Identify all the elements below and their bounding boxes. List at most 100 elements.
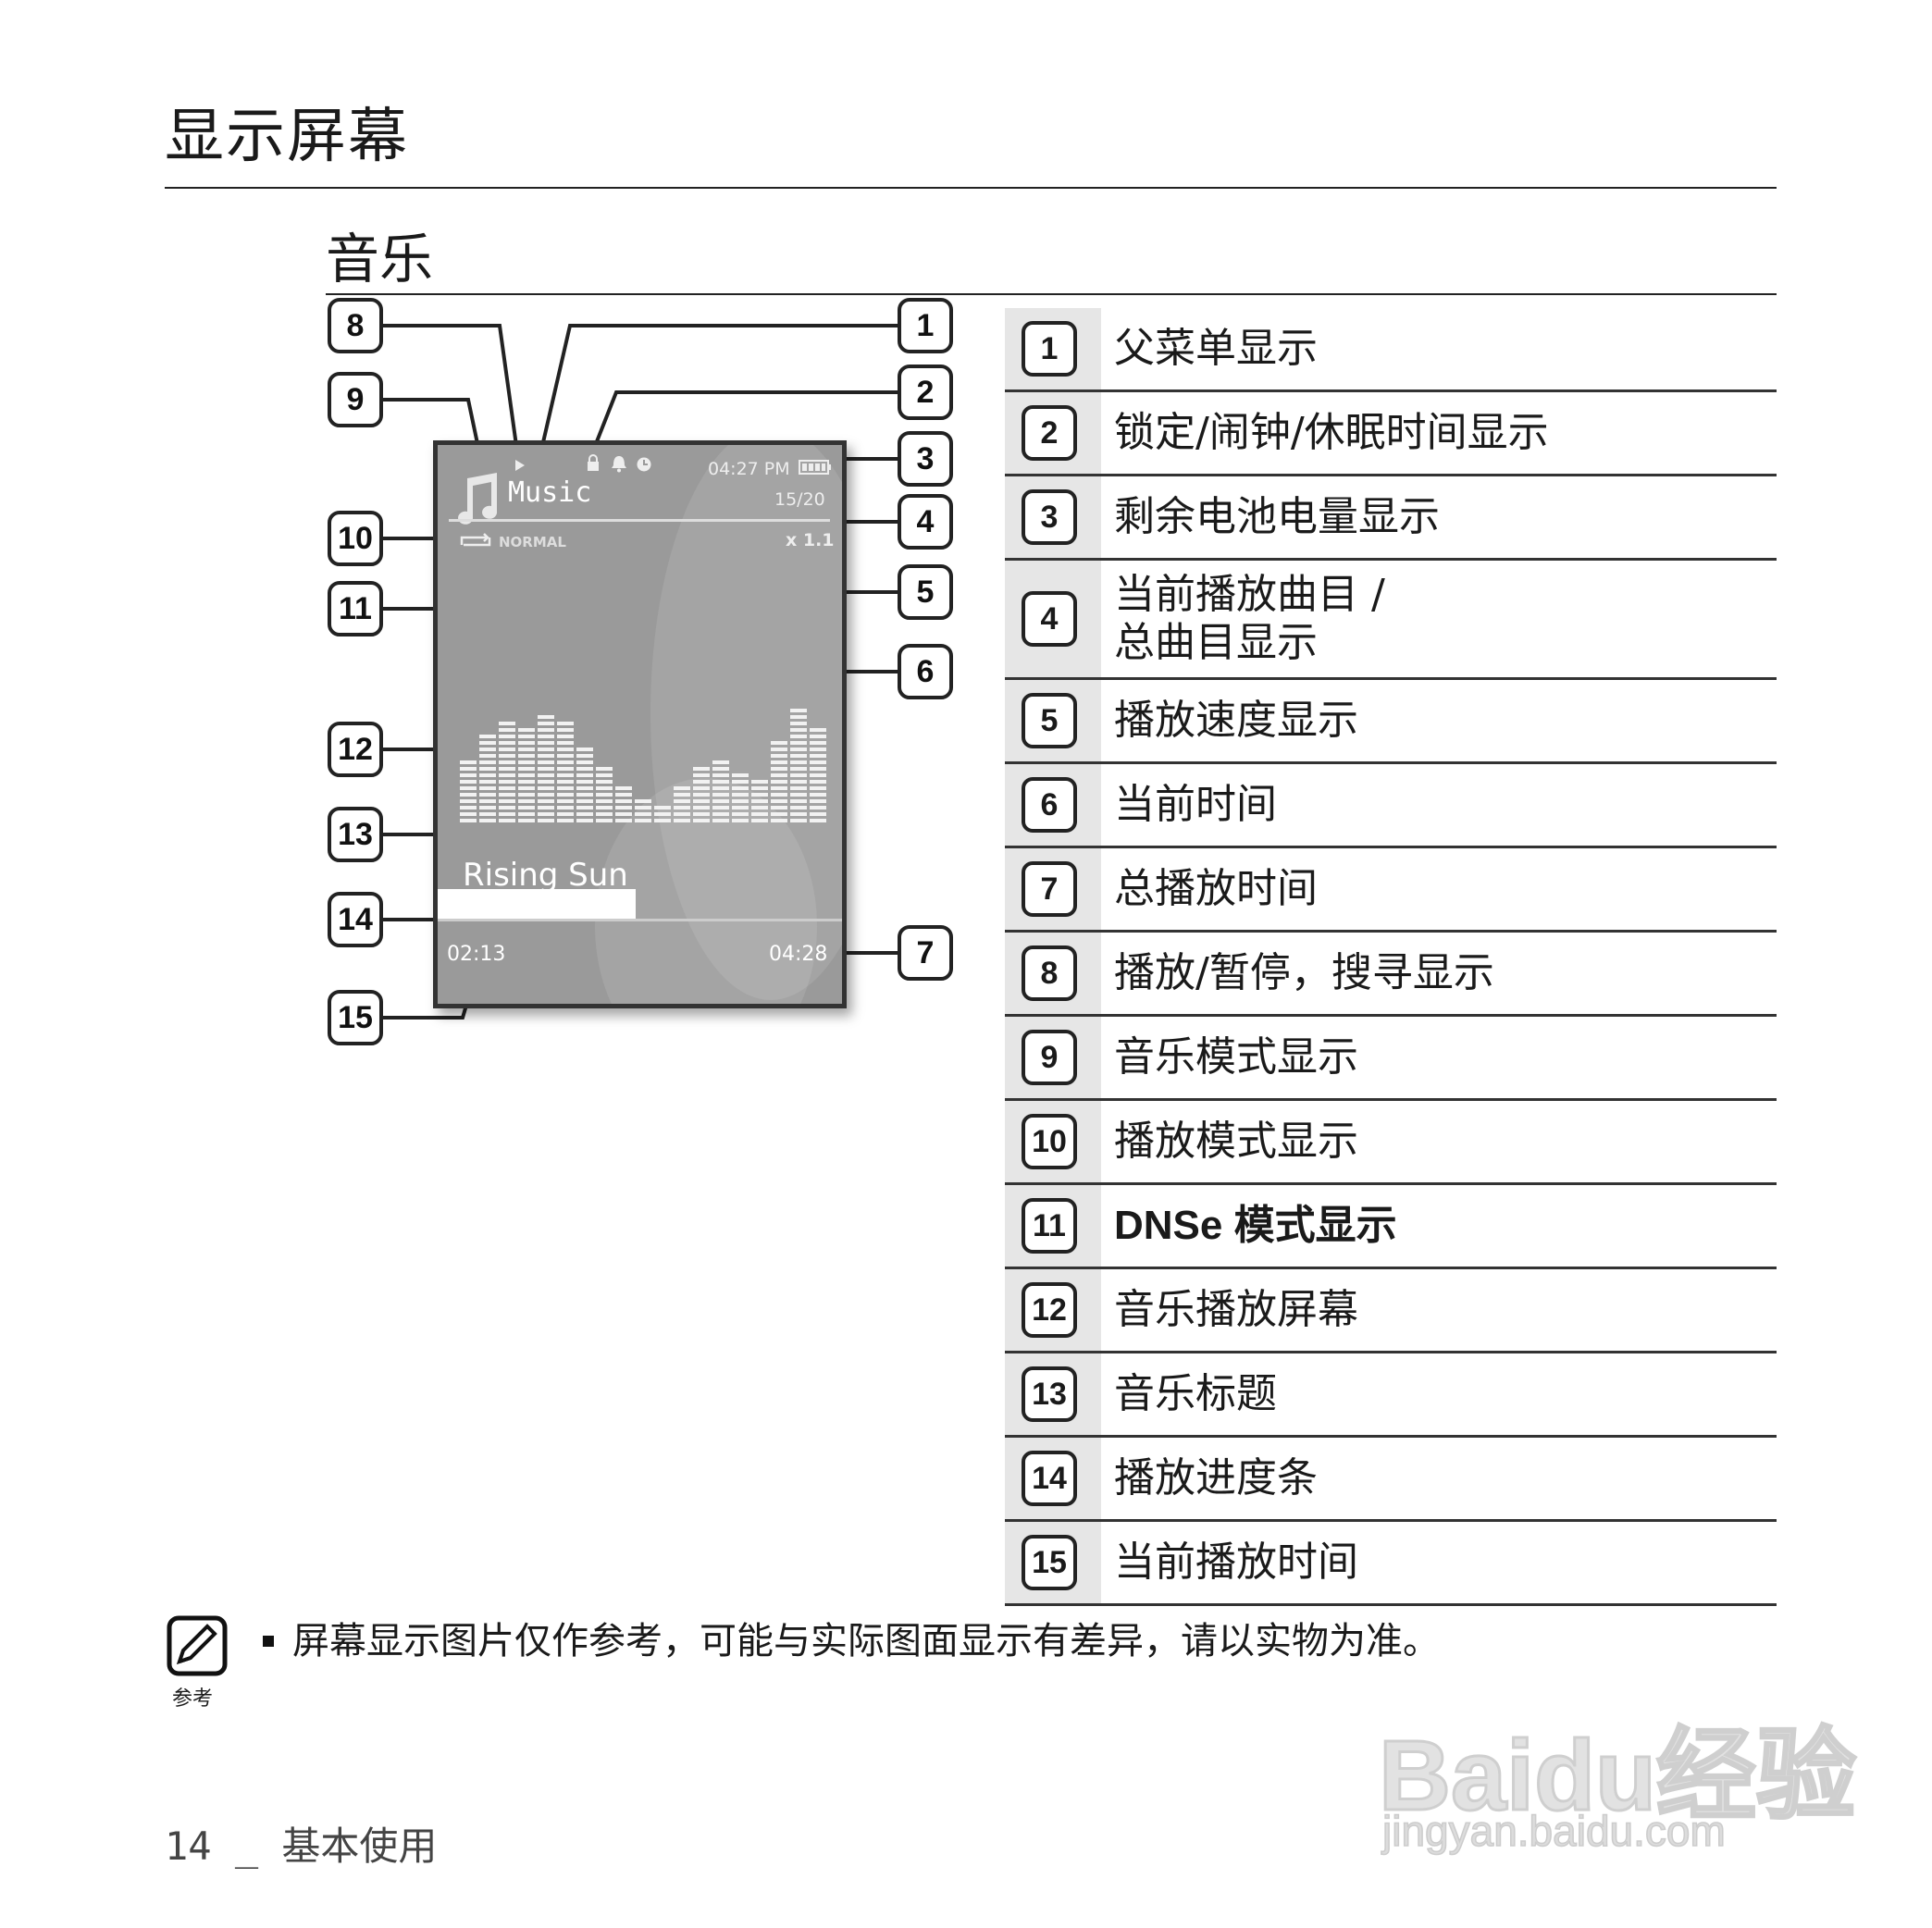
equalizer-segment xyxy=(732,812,749,816)
equalizer-segment xyxy=(576,793,593,797)
equalizer-segment xyxy=(499,748,515,751)
equalizer-segment xyxy=(499,812,515,816)
legend-text: 剩余电池电量显示 xyxy=(1114,493,1440,540)
equalizer-segment xyxy=(518,786,535,790)
equalizer-segment xyxy=(635,819,651,822)
equalizer-bar xyxy=(460,760,477,822)
equalizer-segment xyxy=(790,780,807,784)
alarm-bell-icon xyxy=(612,456,626,473)
equalizer-segment xyxy=(790,728,807,732)
equalizer-segment xyxy=(615,806,632,810)
equalizer-segment xyxy=(576,812,593,816)
equalizer-segment xyxy=(538,786,554,790)
legend-number: 9 xyxy=(1022,1030,1077,1085)
equalizer-segment xyxy=(693,780,710,784)
equalizer-segment xyxy=(732,793,749,797)
equalizer-segment xyxy=(518,760,535,764)
equalizer-segment xyxy=(712,760,729,764)
legend-text: 当前播放时间 xyxy=(1114,1539,1358,1586)
section-divider xyxy=(326,293,1777,295)
equalizer-segment xyxy=(790,748,807,751)
legend-number: 12 xyxy=(1022,1282,1077,1338)
equalizer-segment xyxy=(596,793,613,797)
legend-text: 播放速度显示 xyxy=(1114,697,1358,744)
repeat-icon xyxy=(460,533,491,547)
leader-8 xyxy=(383,324,520,460)
equalizer-segment xyxy=(771,754,787,758)
equalizer-segment xyxy=(635,806,651,810)
equalizer-segment xyxy=(576,786,593,790)
equalizer-segment xyxy=(790,760,807,764)
equalizer-segment xyxy=(538,715,554,719)
equalizer-segment xyxy=(576,773,593,777)
equalizer-segment xyxy=(751,812,768,816)
equalizer-segment xyxy=(538,812,554,816)
equalizer-segment xyxy=(771,793,787,797)
equalizer-segment xyxy=(460,760,477,764)
equalizer-segment xyxy=(751,793,768,797)
equalizer-segment xyxy=(674,806,690,810)
music-screen: 04:27 PM Music 15/20 x 1.1 NORMAL Rising… xyxy=(433,440,847,1008)
equalizer-bar xyxy=(732,773,749,822)
equalizer-segment xyxy=(518,741,535,745)
equalizer-segment xyxy=(576,748,593,751)
legend-number: 1 xyxy=(1022,321,1077,377)
equalizer-segment xyxy=(518,754,535,758)
legend-number: 11 xyxy=(1022,1198,1077,1254)
equalizer-segment xyxy=(499,786,515,790)
legend-text: 播放模式显示 xyxy=(1114,1118,1358,1165)
callout-badge-4: 4 xyxy=(898,494,953,550)
equalizer-segment xyxy=(693,812,710,816)
watermark-url: jingyan.baidu.com xyxy=(1381,1806,1726,1856)
equalizer-segment xyxy=(499,741,515,745)
equalizer-segment xyxy=(771,767,787,771)
equalizer-segment xyxy=(810,786,826,790)
equalizer-segment xyxy=(479,786,496,790)
legend-text: DNSe 模式显示 xyxy=(1114,1203,1397,1248)
equalizer-segment xyxy=(712,799,729,803)
equalizer-segment xyxy=(460,767,477,771)
legend-number: 8 xyxy=(1022,945,1077,1001)
progress-bar-track xyxy=(438,919,842,921)
equalizer-segment xyxy=(810,760,826,764)
equalizer-segment xyxy=(615,793,632,797)
equalizer-segment xyxy=(712,812,729,816)
equalizer-segment xyxy=(790,722,807,725)
equalizer-segment xyxy=(538,767,554,771)
equalizer-segment xyxy=(557,799,574,803)
equalizer-segment xyxy=(635,812,651,816)
equalizer-segment xyxy=(460,793,477,797)
note-pencil-icon xyxy=(167,1615,228,1676)
equalizer-bar xyxy=(712,760,729,822)
equalizer-segment xyxy=(518,793,535,797)
equalizer-segment xyxy=(771,812,787,816)
equalizer-segment xyxy=(790,715,807,719)
page-footer: 14 _ 基本使用 xyxy=(165,1823,438,1869)
equalizer-segment xyxy=(674,799,690,803)
callout-badge-10: 10 xyxy=(328,511,383,566)
equalizer-segment xyxy=(732,786,749,790)
legend-text: 音乐播放屏幕 xyxy=(1114,1286,1358,1333)
equalizer-segment xyxy=(499,799,515,803)
legend-text: 音乐模式显示 xyxy=(1114,1033,1358,1081)
legend-number: 13 xyxy=(1022,1366,1077,1422)
total-time-readout: 04:28 xyxy=(769,943,828,966)
equalizer-segment xyxy=(518,728,535,732)
note-text: 屏幕显示图片仅作参考，可能与实际图面显示有差异，请以实物为准。 xyxy=(292,1620,1440,1662)
equalizer-segment xyxy=(674,812,690,816)
equalizer-segment xyxy=(479,819,496,822)
equalizer-segment xyxy=(499,819,515,822)
equalizer-bar xyxy=(654,806,671,822)
equalizer-segment xyxy=(790,786,807,790)
equalizer-segment xyxy=(790,735,807,738)
equalizer-segment xyxy=(518,780,535,784)
equalizer-segment xyxy=(615,799,632,803)
equalizer-segment xyxy=(557,760,574,764)
equalizer-segment xyxy=(751,780,768,784)
equalizer-segment xyxy=(518,799,535,803)
equalizer-segment xyxy=(538,819,554,822)
